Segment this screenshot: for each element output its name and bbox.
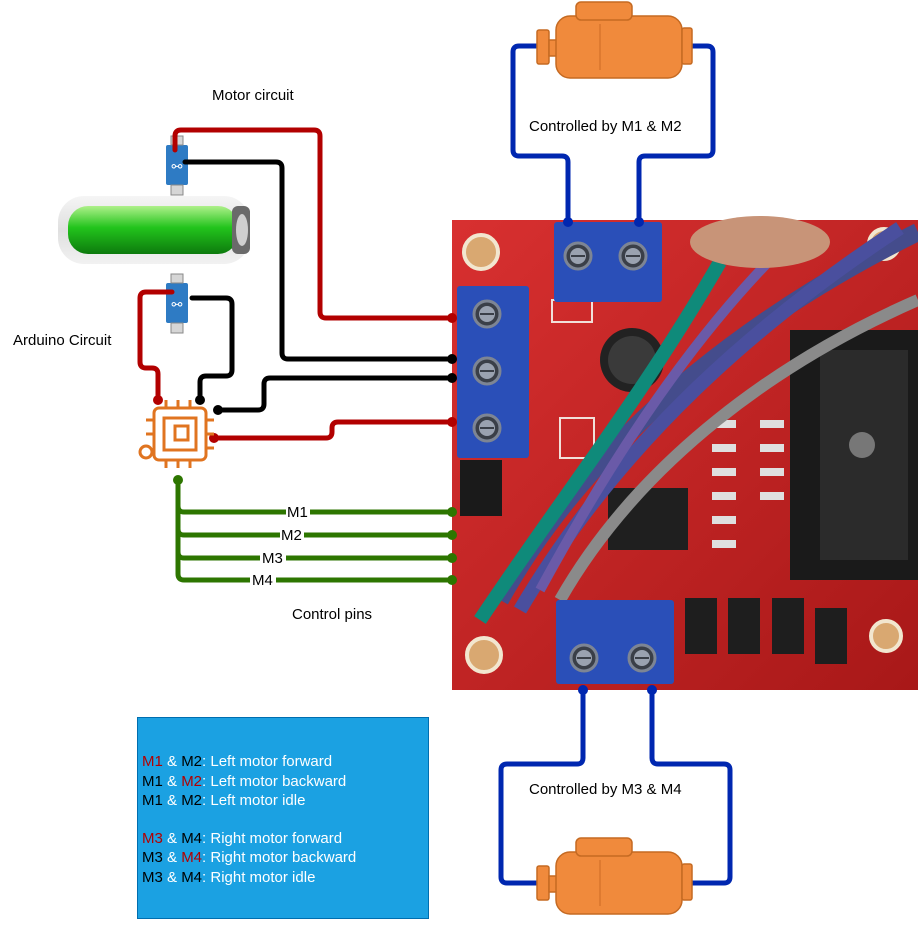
ground-wire [215,375,455,413]
legend-row: M1 & M2: Left motor idle [142,791,428,811]
legend-row: M3 & M4: Right motor idle [142,868,428,888]
legend-ampersand: & [162,753,182,770]
legend-pin-b: M4 [181,829,203,847]
top-motor-label: Controlled by M1 & M2 [529,118,682,135]
legend-pin-b: M4 [181,849,203,866]
legend-pin-a: M3 [142,849,163,866]
motor-wire-bottom-right [649,687,733,886]
legend-description: : Right motor idle [202,868,316,886]
legend-description: : Right motor backward [202,849,357,866]
legend-gap [142,811,428,829]
legend-pin-a: M1 [142,792,163,809]
microcontroller-icon [138,400,214,468]
motor-wire-top-right [636,43,716,225]
battery-icon [58,196,250,264]
legend-description: : Left motor idle [202,792,306,809]
legend-pin-a: M1 [142,753,163,770]
ground-wire [182,159,455,362]
usb-connector-icon [165,273,189,334]
legend-row: M3 & M4: Right motor forward [142,829,428,849]
legend-ampersand: & [162,792,182,809]
legend-pin-a: M1 [142,772,163,790]
legend-ampersand: & [162,829,182,847]
legend-pin-b: M2 [181,753,203,770]
motor-icon-top [536,1,693,79]
legend-description: : Left motor backward [202,772,347,790]
legend-ampersand: & [162,868,182,886]
motor-icon-bottom [536,837,693,915]
legend-pin-b: M2 [181,772,203,790]
legend-row: M3 & M4: Right motor backward [142,848,428,868]
positive-wire [211,419,455,441]
legend-pin-a: M3 [142,829,163,847]
control-wire-m4 [175,549,455,583]
control-pins-label: Control pins [292,606,373,623]
legend-row: M1 & M2: Left motor forward [142,752,428,772]
legend-ampersand: & [162,772,182,790]
motor-circuit-label: Motor circuit [212,87,294,104]
legend-row: M1 & M2: Left motor backward [142,772,428,792]
motor-wire-top-left [510,43,571,225]
positive-wire [172,127,455,321]
motor-wire-bottom-left [498,687,586,886]
pin-label-m1: M1 [287,504,308,521]
control-wire-m1 [175,477,455,515]
legend-description: : Right motor forward [202,829,343,847]
pin-label-m3: M3 [262,550,283,567]
motor-driver-board [452,216,918,690]
arduino-circuit-label: Arduino Circuit [13,332,112,349]
legend-pin-b: M4 [181,868,203,886]
legend-ampersand: & [162,849,182,866]
positive-wire [137,289,175,403]
bottom-motor-label: Controlled by M3 & M4 [529,781,682,798]
pin-labels: M1 M2 M3 M4 [250,503,310,589]
pin-label-m4: M4 [252,572,273,589]
legend-pin-b: M2 [181,792,203,809]
ground-wire [189,295,235,403]
legend-pin-a: M3 [142,868,163,886]
legend-description: : Left motor forward [202,753,333,770]
pin-label-m2: M2 [281,527,302,544]
